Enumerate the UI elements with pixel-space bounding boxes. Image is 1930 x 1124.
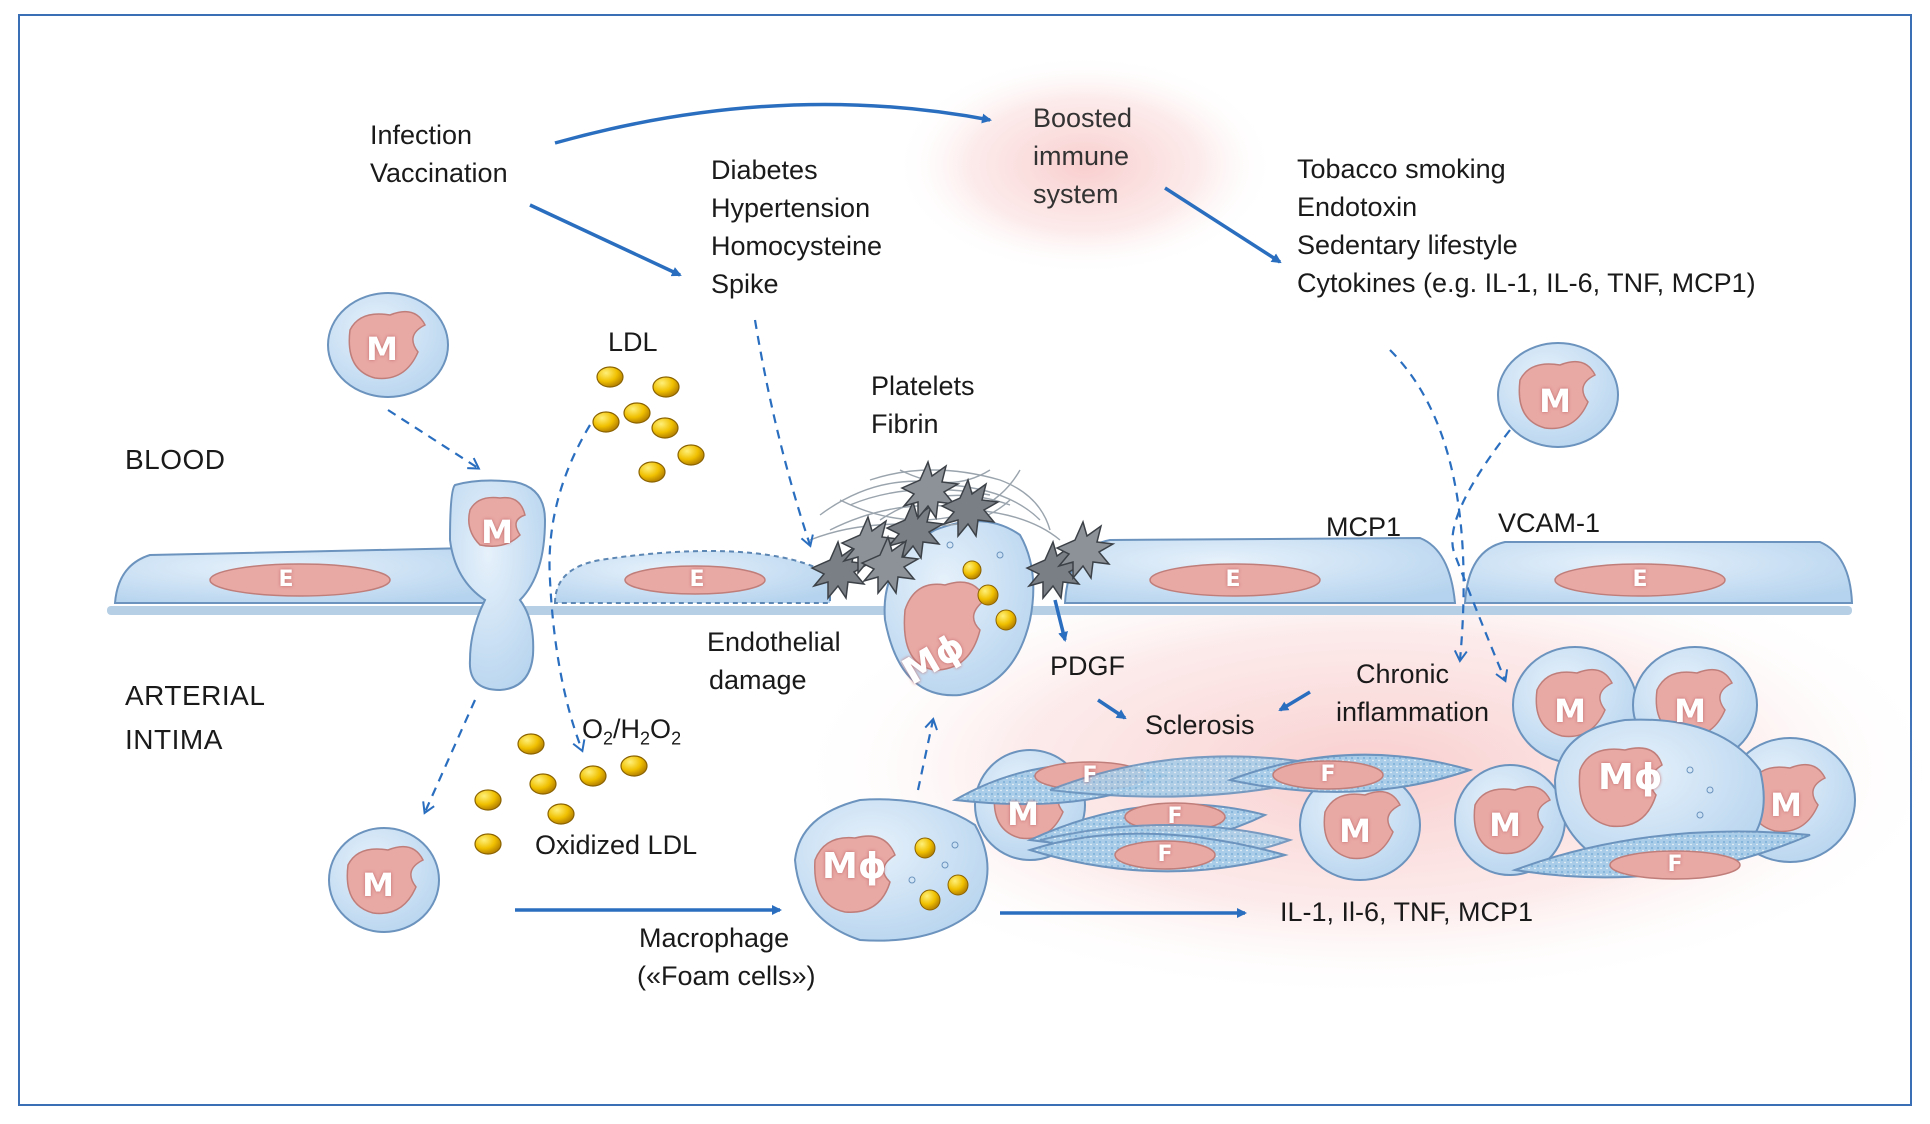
fibroblast-caption: F xyxy=(1082,763,1098,788)
arrow-cytokines-to-inflammation xyxy=(1389,349,1468,663)
fibroblast-caption: F xyxy=(1320,762,1336,787)
plaque-monocyte xyxy=(1299,769,1421,881)
macrophage-caption: Mϕ xyxy=(1598,757,1663,798)
pdgf-label: PDGF xyxy=(1050,651,1126,681)
arrow-macrophage-to-pdgf xyxy=(1053,599,1068,642)
endothelial-caption: E xyxy=(689,567,705,592)
monocyte-caption: M xyxy=(1674,692,1706,730)
endothelial-damage-label: Endothelial damage xyxy=(707,627,841,695)
blood-label: BLOOD xyxy=(125,444,226,475)
mcp1-label: MCP1 xyxy=(1326,512,1402,542)
endothelial-cell xyxy=(113,546,494,604)
monocyte-caption: M xyxy=(1770,786,1802,824)
sclerosis-label: Sclerosis xyxy=(1145,710,1255,740)
boosted-immune-system-label: Boosted immune system xyxy=(1033,103,1133,209)
immune-glow xyxy=(895,55,1275,275)
figure-frame xyxy=(18,14,1912,1106)
macrophage-foam-cells-label: Macrophage («Foam cells») xyxy=(637,923,816,991)
platelet-cluster xyxy=(810,459,1116,601)
macrophage-caption: Mϕ xyxy=(822,846,887,887)
transmigrating-monocyte xyxy=(448,479,547,692)
arrow-inflammation-to-sclerosis xyxy=(1278,690,1311,712)
endothelial-caption: E xyxy=(278,567,294,592)
monocyte xyxy=(328,827,440,933)
oxidized-ldl-particles xyxy=(474,733,648,855)
dashed-arrows xyxy=(387,319,1511,815)
monocyte-caption: M xyxy=(1339,812,1371,850)
plaque-monocyte xyxy=(1454,764,1566,876)
platelets-fibrin-label: Platelets Fibrin xyxy=(871,371,975,439)
fibroblast xyxy=(1511,830,1811,880)
endothelial-cell xyxy=(1063,536,1457,604)
monocyte-caption: M xyxy=(1007,795,1039,833)
infection-vaccination-label: Infection Vaccination xyxy=(370,120,508,188)
arrow-spike-to-damage xyxy=(753,319,814,548)
fibroblast xyxy=(1226,753,1474,793)
arrow-monocyte-descend xyxy=(387,409,481,470)
risk-factors-label: Diabetes Hypertension Homocysteine Spike xyxy=(711,155,883,299)
fibroblast-caption: F xyxy=(1167,804,1183,829)
arrow-transmigrate-to-monocyte xyxy=(422,699,477,815)
arrow-immune-to-lifestyle xyxy=(1164,186,1282,264)
arrow-ldl-to-oxidized xyxy=(548,424,591,753)
lifestyle-factors-label: Tobacco smoking Endotoxin Sedentary life… xyxy=(1297,154,1756,298)
chronic-inflammation-label: Chronic inflammation xyxy=(1336,659,1490,727)
endothelial-cell xyxy=(1463,541,1854,604)
arrow-infection-to-risk xyxy=(529,203,682,277)
arrow-foam-to-endothelial xyxy=(916,717,938,791)
endothelial-cell-damaged xyxy=(553,550,831,604)
monocyte-caption: M xyxy=(481,513,513,551)
endothelial-caption: E xyxy=(1632,567,1648,592)
macrophage-endothelial xyxy=(883,520,1035,697)
foam-cell xyxy=(793,798,989,942)
monocyte-caption: M xyxy=(362,866,394,904)
solid-arrows xyxy=(515,102,1311,918)
monocyte xyxy=(327,292,449,398)
o2-h2o2-label: O2/H2O2 xyxy=(582,714,682,749)
ldl-particles xyxy=(592,366,705,483)
monocyte-caption: M xyxy=(1489,806,1521,844)
monocyte-caption: M xyxy=(1539,382,1571,420)
endothelial-caption: E xyxy=(1225,567,1241,592)
arterial-intima-label: ARTERIAL INTIMA xyxy=(125,680,266,755)
monocyte-caption: M xyxy=(1554,692,1586,730)
fibroblast-caption: F xyxy=(1667,852,1683,877)
cytokine-output-label: IL-1, Il-6, TNF, MCP1 xyxy=(1280,897,1534,927)
fibroblast xyxy=(1026,832,1289,873)
oxidized-ldl-label: Oxidized LDL xyxy=(535,830,698,860)
arrow-infection-to-immune xyxy=(554,102,992,145)
ldl-label: LDL xyxy=(608,327,658,357)
arrow-pdgf-to-sclerosis xyxy=(1097,698,1127,720)
monocyte xyxy=(1497,342,1619,448)
vcam1-label: VCAM-1 xyxy=(1498,508,1601,538)
fibroblast-caption: F xyxy=(1157,842,1173,867)
monocyte-caption: M xyxy=(366,330,398,368)
